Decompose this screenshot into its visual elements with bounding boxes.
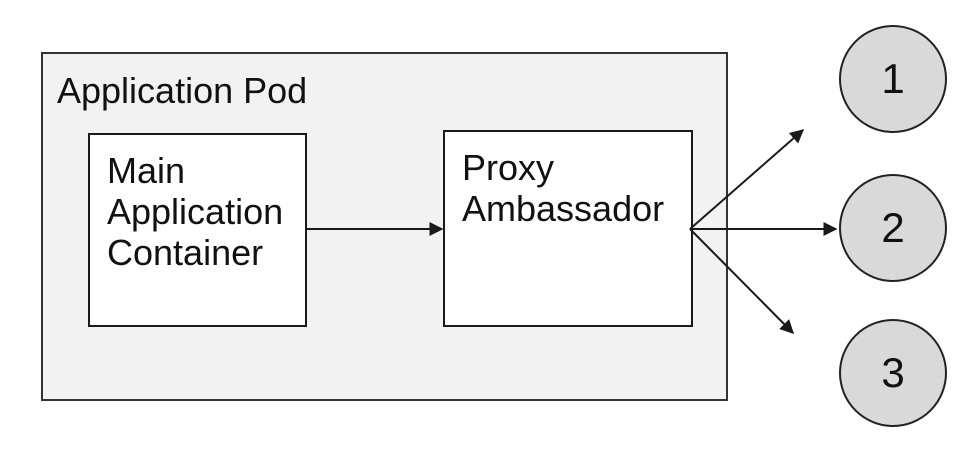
main-application-container-label: Main Application Container bbox=[107, 150, 284, 273]
endpoint-circle-1: 1 bbox=[839, 25, 947, 133]
proxy-ambassador-node: Proxy Ambassador bbox=[443, 130, 693, 327]
application-pod-label: Application Pod bbox=[57, 70, 308, 111]
endpoint-3-label: 3 bbox=[881, 349, 905, 396]
endpoint-1-label: 1 bbox=[881, 55, 905, 102]
endpoint-circle-3: 3 bbox=[839, 319, 947, 427]
endpoint-circle-2: 2 bbox=[839, 174, 947, 282]
proxy-ambassador-label: Proxy Ambassador bbox=[462, 147, 665, 229]
endpoint-2-label: 2 bbox=[881, 204, 905, 251]
main-application-container-node: Main Application Container bbox=[88, 133, 307, 327]
